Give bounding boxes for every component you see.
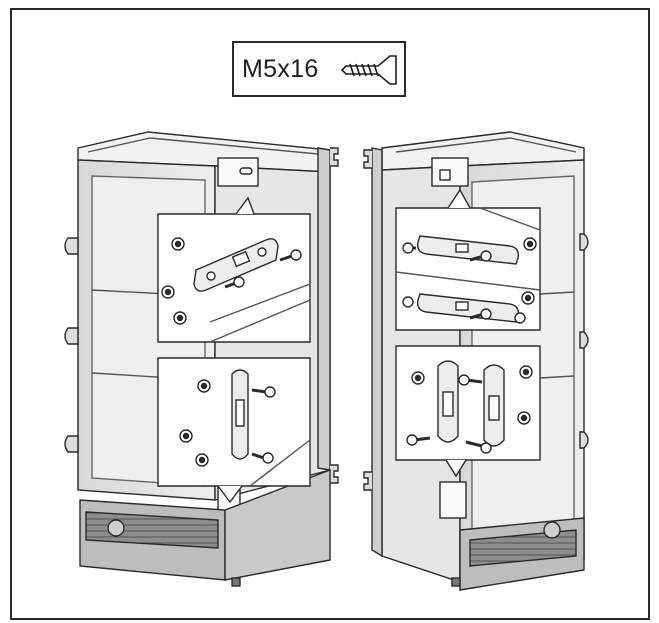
screw-icon <box>251 386 276 464</box>
right-top-brackets-detail <box>395 188 541 331</box>
right-bottom-brackets-detail <box>395 345 541 478</box>
fastener-size-label: M5x16 <box>242 55 319 83</box>
bracket-vertical-icon <box>231 369 249 460</box>
screw-icon <box>406 374 492 454</box>
screw-icon <box>340 55 397 85</box>
left-bottom-bracket-detail <box>157 357 311 504</box>
screw-icon <box>224 249 302 289</box>
left-top-bracket-detail <box>157 196 311 343</box>
bracket-pair-horizontal-icon <box>416 235 520 323</box>
fastener-label-box: M5x16 <box>232 41 406 97</box>
bracket-horizontal-icon <box>193 238 279 292</box>
bracket-pair-vertical-icon <box>437 360 505 447</box>
screw-icon <box>402 242 492 320</box>
